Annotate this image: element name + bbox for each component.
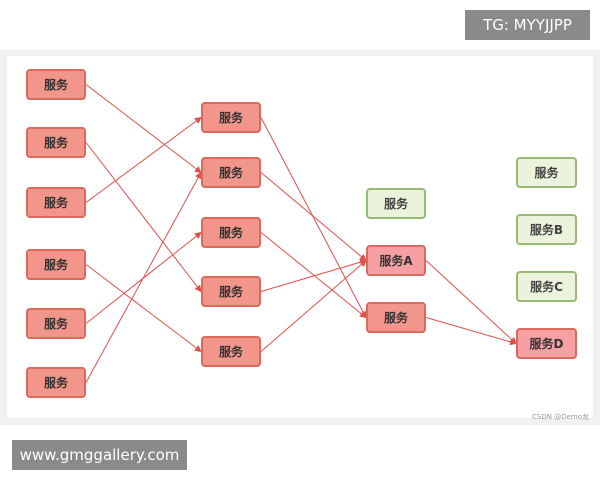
dependency-arrow	[85, 171, 202, 383]
website-tag: www.gmggallery.com	[12, 440, 187, 470]
dependency-arrow	[85, 84, 202, 174]
dependency-arrow	[260, 117, 367, 319]
service-d-node: 服务D	[516, 328, 577, 359]
telegram-tag: TG: MYYJJPP	[465, 10, 590, 40]
diagram-canvas	[7, 56, 593, 418]
service-c-node: 服务C	[516, 271, 577, 302]
dependency-arrow	[425, 317, 517, 346]
service-node: 服务	[26, 308, 86, 339]
dependency-arrow	[425, 260, 517, 345]
idle-service-node: 服务	[516, 157, 577, 188]
dependency-arrow	[260, 259, 367, 352]
service-node: 服务	[201, 102, 261, 133]
service-node: 服务	[201, 157, 261, 188]
service-b-node: 服务B	[516, 214, 577, 245]
dependency-arrow	[85, 142, 202, 293]
service-node: 服务	[26, 367, 86, 398]
service-node: 服务	[26, 249, 86, 280]
dependency-arrow	[260, 258, 367, 292]
service-node: 服务	[201, 276, 261, 307]
service-node: 服务	[366, 302, 426, 333]
csdn-watermark: CSDN @Demo龙	[532, 413, 589, 421]
service-node: 服务	[201, 336, 261, 367]
service-node: 服务	[26, 187, 86, 218]
diagram-panel	[0, 50, 600, 425]
service-a-node: 服务A	[366, 245, 426, 276]
idle-service-node: 服务	[366, 188, 426, 219]
service-node: 服务	[201, 217, 261, 248]
dependency-arrow	[260, 232, 367, 319]
dependency-arrow	[85, 264, 202, 353]
dependency-arrow	[85, 116, 202, 203]
service-node: 服务	[26, 69, 86, 100]
dependency-arrow	[260, 172, 367, 262]
service-node: 服务	[26, 127, 86, 158]
